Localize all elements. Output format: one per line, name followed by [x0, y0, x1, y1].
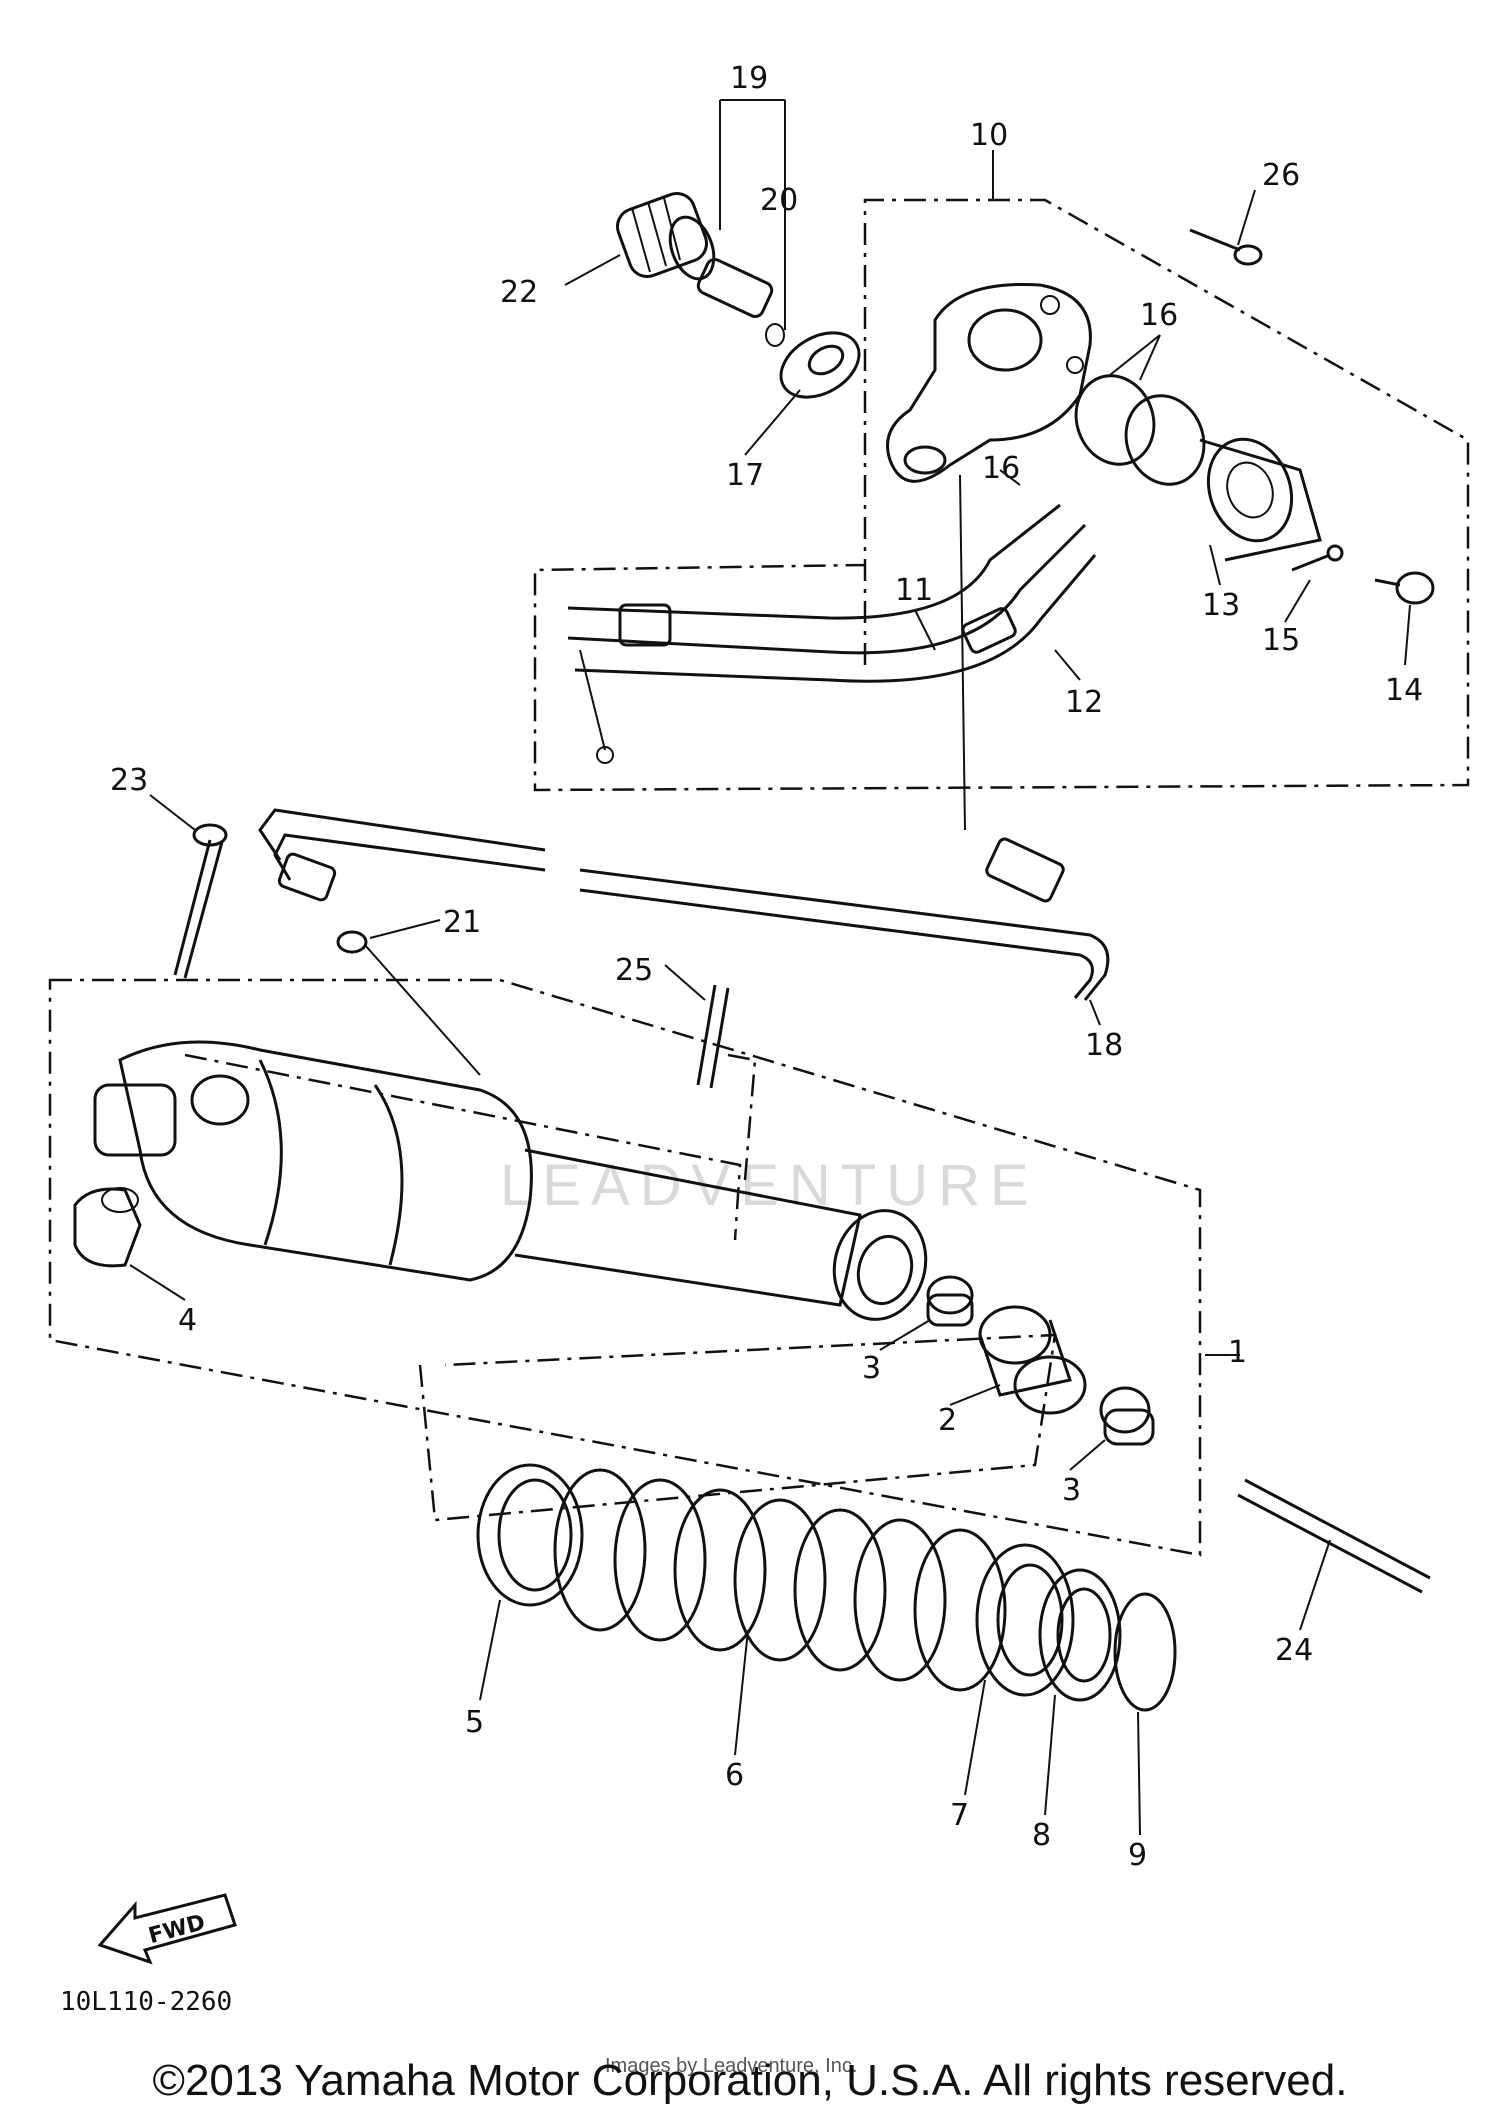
part-13-cylinder: [1074, 374, 1322, 562]
callout-18: 18: [1085, 1028, 1123, 1063]
part-2-collar: [978, 1305, 1087, 1415]
part-17-nut: [779, 331, 861, 399]
part-8-lock-nut: [1038, 1568, 1122, 1702]
part-1-shock-absorber: [93, 1040, 928, 1321]
watermark-small: Images by Leadventure, Inc.: [605, 2055, 857, 2077]
callout-3a: 3: [862, 1351, 881, 1386]
part-15-screw: [1291, 544, 1344, 572]
leader-25-dashed: [727, 1053, 757, 1181]
part-19-adjuster: [696, 258, 785, 347]
callout-8: 8: [1032, 1818, 1051, 1853]
callout-22: 22: [500, 275, 538, 310]
callout-7: 7: [950, 1798, 969, 1833]
group-box-10: [533, 198, 1470, 792]
part-9-circlip: [1113, 1592, 1177, 1712]
callout-10: 10: [970, 118, 1008, 153]
drawing-code: 10L110-2260: [60, 1987, 232, 2017]
watermark-text: LEADVENTURE: [500, 1153, 1039, 1218]
callout-2: 2: [938, 1403, 957, 1438]
part-22-adjuster-knob: [616, 192, 716, 281]
part-3-bushing-b: [1099, 1386, 1155, 1446]
part-26-bolt: [1189, 228, 1263, 266]
part-10-housing: [886, 282, 1092, 483]
callout-5: 5: [465, 1705, 484, 1740]
callout-26: 26: [1262, 158, 1300, 193]
part-24-bolt: [1237, 1478, 1431, 1594]
part-21-washer: [336, 930, 368, 954]
callout-6: 6: [725, 1758, 744, 1793]
leader-lines: [129, 99, 1411, 1836]
part-25-pin: [696, 984, 730, 1089]
callout-16b: 16: [982, 451, 1020, 486]
part-6-spring: [553, 1468, 1007, 1692]
callout-23: 23: [110, 763, 148, 798]
callout-17: 17: [726, 458, 764, 493]
callout-1: 1: [1228, 1335, 1247, 1370]
callout-4: 4: [178, 1303, 197, 1338]
callout-20: 20: [760, 183, 798, 218]
part-11-12-hoses: [567, 503, 1097, 764]
part-4-bushing: [73, 1187, 142, 1268]
callout-13: 13: [1202, 588, 1240, 623]
fwd-label: FWD: [146, 1910, 208, 1949]
callout-19: 19: [730, 61, 768, 96]
callout-15: 15: [1262, 623, 1300, 658]
part-23-bolt: [173, 823, 228, 979]
part-7-retainer: [975, 1543, 1075, 1697]
group-box-1: [48, 978, 1202, 1557]
part-3-bushing-a: [926, 1275, 974, 1327]
callout-16a: 16: [1140, 298, 1178, 333]
callout-21: 21: [443, 905, 481, 940]
part-5-spring-seat: [476, 1463, 584, 1607]
callout-24: 24: [1275, 1633, 1313, 1668]
callout-11: 11: [895, 573, 933, 608]
callout-12: 12: [1065, 685, 1103, 720]
callout-14: 14: [1385, 673, 1423, 708]
callout-3b: 3: [1062, 1473, 1081, 1508]
callout-25: 25: [615, 953, 653, 988]
group-box-bushings: [418, 1333, 1057, 1522]
leader-shock-dashed: [184, 1053, 742, 1241]
part-18-hose: [258, 474, 1110, 1001]
callout-9: 9: [1128, 1838, 1147, 1873]
copyright-notice: ©2013 Yamaha Motor Corporation, U.S.A. A…: [152, 2056, 1348, 2105]
part-14-bleed-screw: [1374, 571, 1435, 605]
fwd-arrow-icon: FWD: [97, 1893, 237, 1965]
